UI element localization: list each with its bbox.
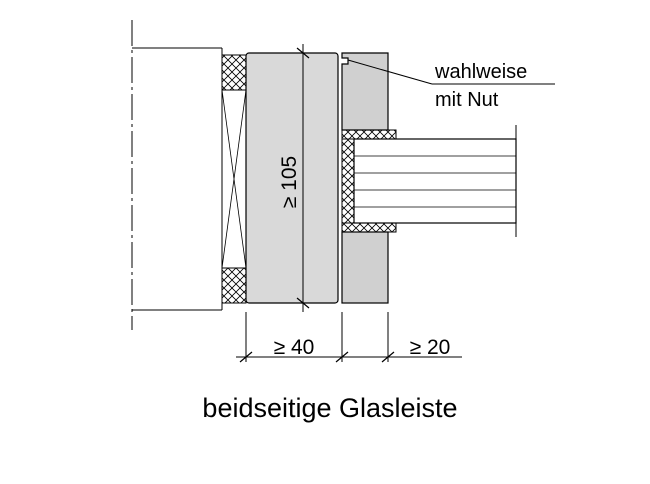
dim-frame-width-label: ≥ 40 <box>274 336 315 359</box>
joint-insulation <box>221 54 247 304</box>
note-line-1: wahlweise <box>434 61 527 83</box>
dim-bead-width-label: ≥ 20 <box>410 336 451 359</box>
dimension-widths: ≥ 40 ≥ 20 <box>236 312 462 363</box>
dim-height-label: ≥ 105 <box>278 156 301 208</box>
wall-section <box>131 20 223 330</box>
note-line-2: mit Nut <box>435 89 499 111</box>
glazing-bead-top <box>341 52 389 131</box>
door-frame <box>245 52 339 304</box>
note-groove: wahlweise mit Nut <box>347 59 555 111</box>
glass-pane <box>353 125 517 237</box>
caption: beidseitige Glasleiste <box>202 393 457 423</box>
glazing-bead-bottom <box>341 231 389 304</box>
dimension-height: ≥ 105 <box>278 44 310 312</box>
